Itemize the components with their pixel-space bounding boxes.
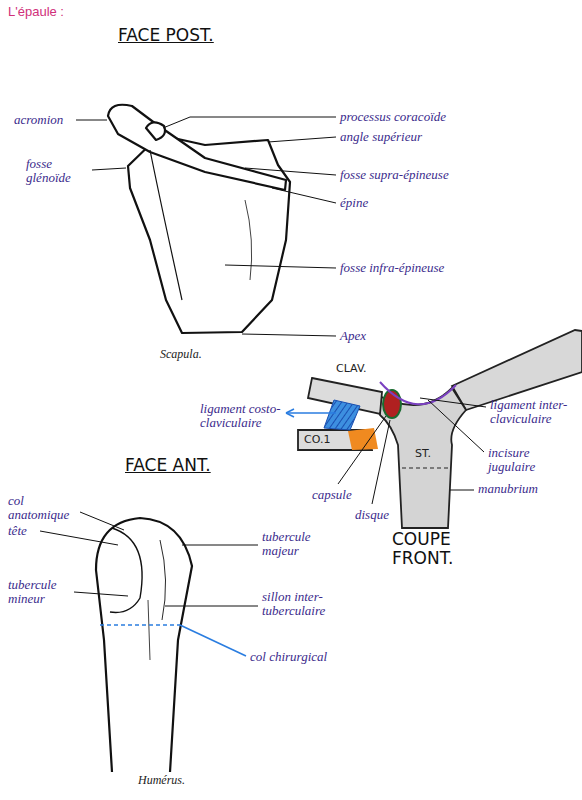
part-label: tubercule mineur: [8, 578, 74, 607]
part-label: incisure jugulaire: [488, 446, 568, 475]
view-heading: FACE POST.: [118, 26, 214, 45]
part-label: ligament costo-claviculaire: [200, 402, 282, 431]
part-label: col anatomique: [8, 494, 80, 523]
view-heading: FACE ANT.: [125, 456, 211, 475]
part-label: fosse infra-épineuse: [340, 261, 444, 275]
bone-label: CLAV.: [336, 363, 367, 375]
figure-caption: Humérus.: [138, 774, 185, 787]
page-title: L'épaule :: [8, 5, 64, 19]
part-label: tubercule majeur: [262, 530, 334, 559]
part-label: tête: [8, 524, 27, 538]
frontal-section-drawing: [298, 330, 582, 528]
part-label: processus coracoïde: [340, 110, 446, 124]
humerus-drawing: [96, 518, 192, 772]
part-label: Apex: [340, 329, 366, 343]
part-label: capsule: [312, 488, 352, 502]
part-label: ligament inter-claviculaire: [490, 398, 574, 427]
part-label: manubrium: [478, 482, 538, 496]
part-label: épine: [340, 196, 368, 210]
part-label: acromion: [14, 113, 63, 127]
part-label: fosse supra-épineuse: [340, 168, 449, 182]
part-label: fosse glénoïde: [26, 157, 90, 186]
part-label: sillon inter-tuberculaire: [262, 590, 350, 619]
leader-lines: [40, 512, 258, 656]
leader-lines: [76, 117, 336, 336]
leader-lines: [286, 398, 486, 504]
figure-caption: Scapula.: [160, 348, 202, 361]
bone-label: CO.1: [304, 434, 330, 446]
view-heading: COUPE FRONT.: [392, 530, 482, 567]
scapula-drawing: [108, 105, 290, 333]
part-label: angle supérieur: [340, 130, 422, 144]
part-label: disque: [355, 508, 389, 522]
bone-label: ST.: [415, 448, 431, 460]
part-label: col chirurgical: [250, 650, 327, 664]
